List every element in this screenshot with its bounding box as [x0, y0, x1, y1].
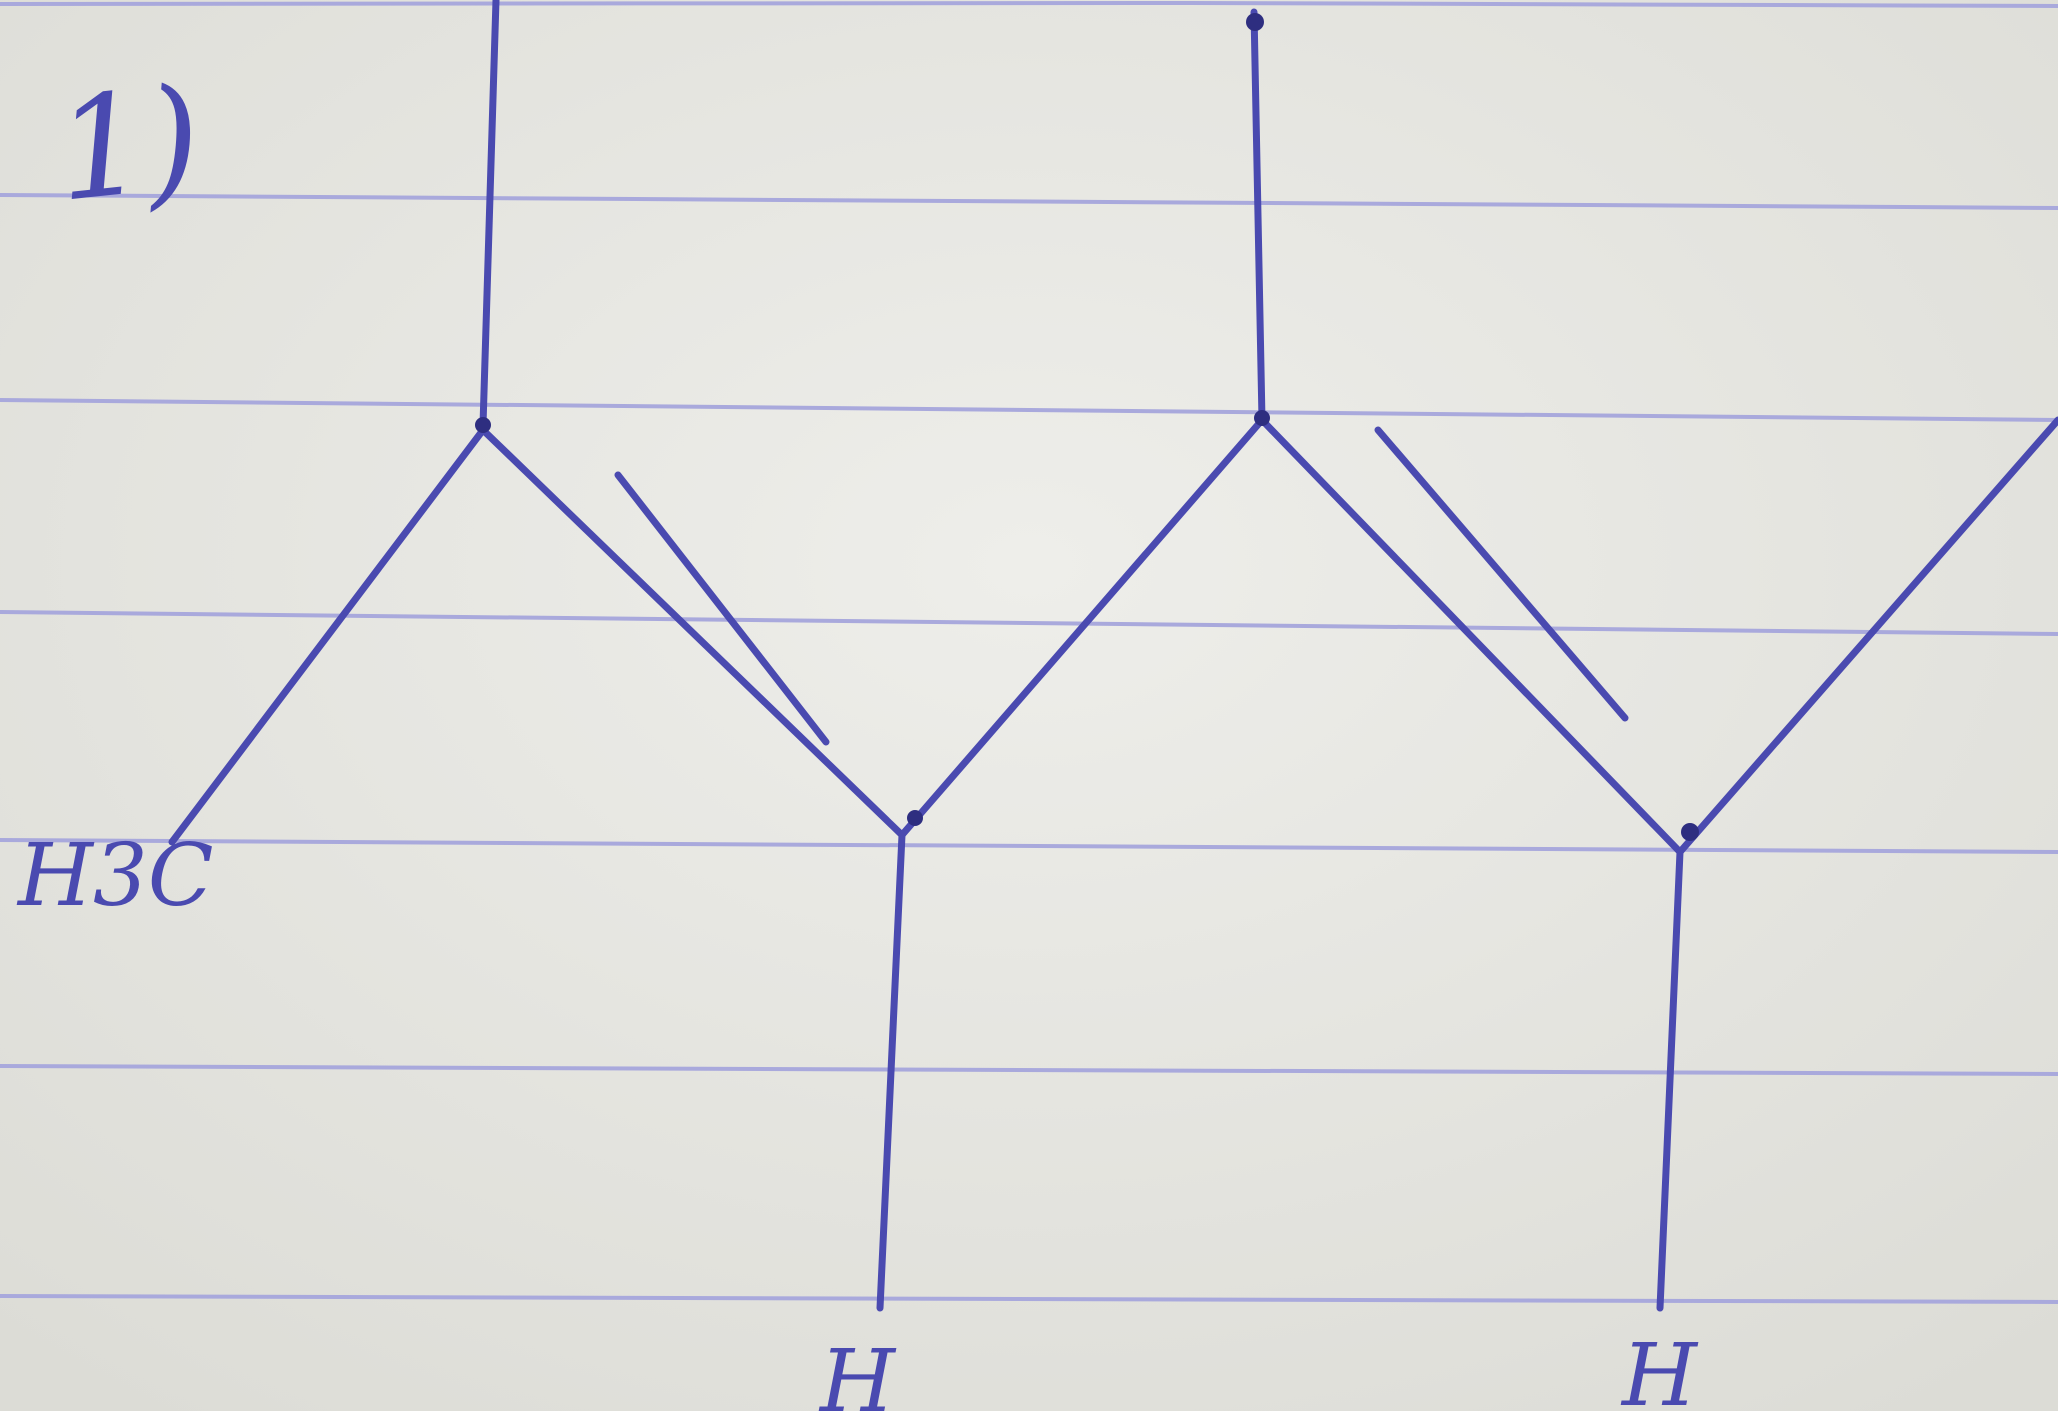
rule-line — [0, 838, 2058, 854]
bond-backbone-1 — [479, 426, 906, 839]
rule-line — [0, 1294, 2058, 1304]
label-h3c: H3C — [16, 826, 214, 926]
label-h-bottom-right: H — [1620, 1326, 1699, 1411]
rule-line — [0, 193, 2058, 210]
ink-dot — [1254, 410, 1270, 426]
ink-dot — [475, 417, 491, 433]
problem-number-text: 1) — [49, 57, 209, 234]
bond-methyl — [168, 426, 487, 846]
bond-down-middle — [876, 831, 906, 1312]
ink-dot — [907, 810, 923, 826]
pen-dots — [475, 13, 1699, 841]
bond-up-left — [479, 0, 500, 429]
problem-number: 1) — [49, 57, 209, 234]
bond-backbone-4 — [1676, 416, 2058, 856]
rule-line — [0, 0, 2058, 8]
ink-dot — [1681, 823, 1699, 841]
skeletal-structure — [168, 0, 2058, 1312]
bond-backbone-3 — [1258, 416, 1684, 856]
double-bond-line-2 — [1374, 426, 1629, 722]
bond-down-right — [1656, 848, 1684, 1312]
bond-backbone-2 — [898, 416, 1266, 839]
ink-dot — [1246, 13, 1264, 31]
bond-up-right — [1250, 8, 1266, 424]
label-h-bottom-middle: H — [818, 1332, 897, 1411]
double-bond-line-1 — [614, 471, 830, 746]
